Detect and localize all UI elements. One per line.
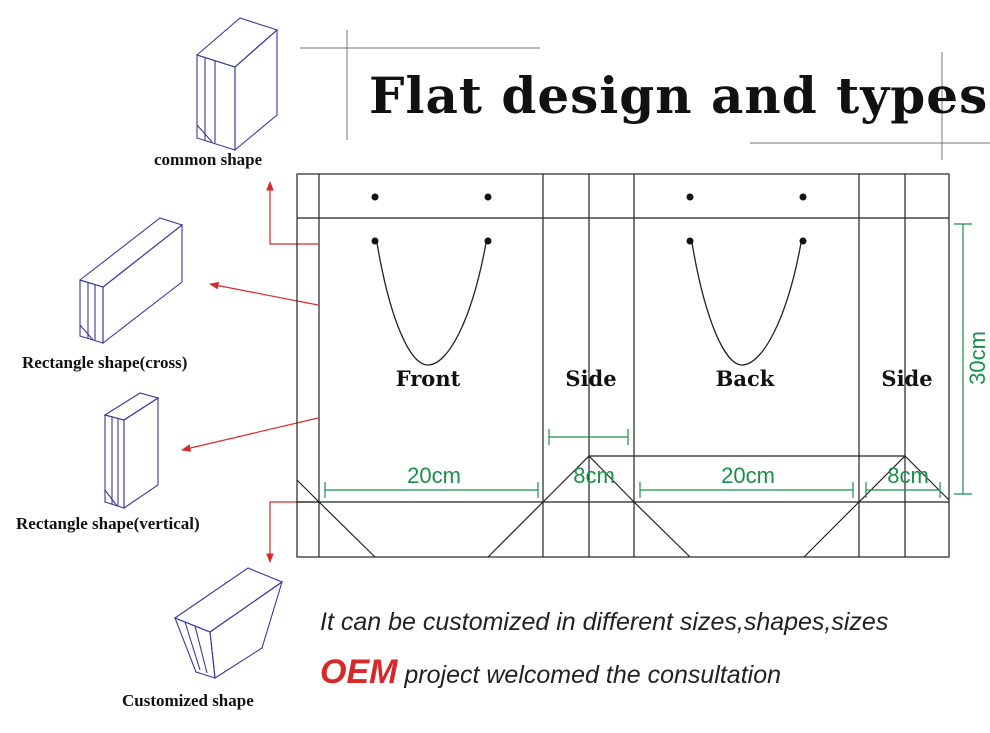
title-frame xyxy=(300,30,990,160)
dim-back-width: 20cm xyxy=(721,463,775,488)
caption-rectangle-cross: Rectangle shape(cross) xyxy=(22,353,187,372)
panel-label-back: Back xyxy=(716,366,775,391)
customization-note: It can be customized in different sizes,… xyxy=(320,608,888,636)
dimension-lines xyxy=(324,223,972,498)
rectangle-vertical-shape-icon xyxy=(103,392,160,510)
shape-arrows xyxy=(181,181,319,563)
dim-side-right-width: 8cm xyxy=(887,463,929,488)
customized-shape-icon xyxy=(173,567,284,679)
front-rope-handle xyxy=(376,242,487,366)
dim-side-left-width: 8cm xyxy=(573,463,615,488)
dim-height: 30cm xyxy=(965,331,990,385)
dim-front-width: 20cm xyxy=(407,463,461,488)
flat-bag-layout xyxy=(296,173,950,558)
common-shape-icon xyxy=(195,17,279,152)
page-title: Flat design and types xyxy=(369,66,988,125)
oem-word: OEM xyxy=(320,653,398,691)
oem-note-text: project welcomed the consultation xyxy=(397,661,781,689)
panel-label-side-right: Side xyxy=(881,366,932,391)
handle-holes xyxy=(371,193,807,245)
panel-label-side-left: Side xyxy=(565,366,616,391)
caption-rectangle-vertical: Rectangle shape(vertical) xyxy=(16,514,200,533)
oem-note: OEM project welcomed the consultation xyxy=(320,653,781,691)
panel-label-front: Front xyxy=(396,366,461,391)
back-rope-handle xyxy=(691,242,802,366)
caption-common-shape: common shape xyxy=(154,150,263,169)
caption-customized-shape: Customized shape xyxy=(122,691,254,710)
rectangle-cross-shape-icon xyxy=(78,217,184,345)
